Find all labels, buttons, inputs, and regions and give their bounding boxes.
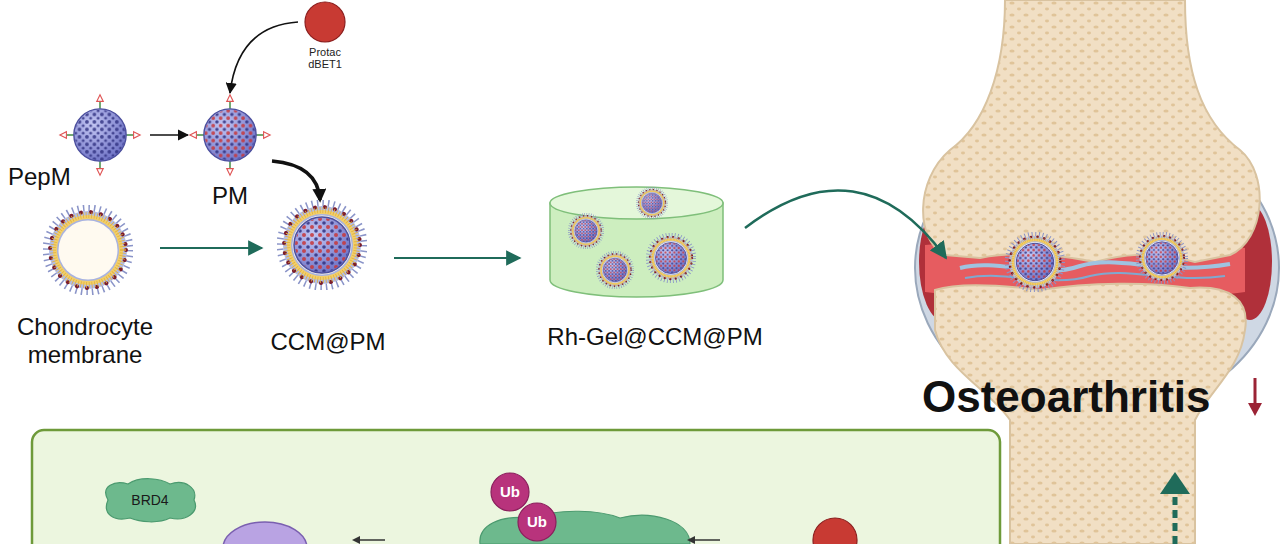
node-label: Ub: [517, 513, 557, 531]
mechanism-panel: [32, 430, 1000, 544]
mechanism-panel: [223, 522, 307, 544]
node-label: PepM: [8, 163, 150, 191]
arrow-connector: [160, 247, 262, 249]
decrease-arrow: [1254, 378, 1257, 405]
mechanism-panel: [360, 539, 385, 541]
coated-particle-shape: [277, 200, 367, 290]
knee-joint: [923, 0, 1260, 262]
decrease-arrow: [1248, 378, 1262, 416]
knee-joint: [1138, 234, 1187, 283]
knee-joint: [960, 262, 1230, 271]
drug-molecule-shape: [304, 1, 346, 43]
node-label: PM: [188, 182, 272, 210]
ubiquitin-circle: Ub: [490, 472, 530, 512]
mechanism-panel: [813, 518, 857, 544]
mechanism-panel: [352, 536, 360, 544]
membrane-vesicle-shape: [46, 208, 130, 292]
arrow-connector: [272, 161, 320, 200]
ubiquitin-circle-shape: [491, 473, 529, 511]
loaded-micelle-shape: [190, 95, 270, 175]
node-label: Protac dBET1: [298, 46, 352, 70]
delivery-arrow: [745, 190, 946, 258]
coated-particle: CCM@PM: [262, 200, 394, 360]
membrane-vesicle: Chondrocyte membrane: [10, 203, 160, 373]
loaded-micelle-shape: [188, 93, 272, 177]
node-label: Rh-Gel@CCM@PM: [520, 323, 790, 351]
arrow-connector: [150, 134, 188, 136]
membrane-vesicle-shape: [43, 205, 133, 295]
hydrogel-shape: [548, 185, 725, 300]
mechanism-panel: [687, 536, 695, 544]
loaded-micelle: PM: [188, 93, 272, 212]
knee-joint: [1007, 234, 1063, 290]
mechanism-panel: [695, 539, 720, 541]
peptide-micelle: PepM: [5, 90, 150, 193]
node-label: Chondrocyte membrane: [10, 313, 160, 369]
coated-particle-shape: [280, 203, 364, 287]
arrow-connector: [394, 257, 520, 259]
decrease-arrow: [1248, 403, 1262, 416]
node-label: Ub: [490, 483, 530, 501]
hydrogel-shape: [550, 187, 723, 297]
drug-molecule-shape: [305, 2, 345, 42]
ubiquitin-circle-shape: [518, 503, 556, 541]
drug-molecule: Protac dBET1: [298, 0, 352, 72]
mechanism-panel: [480, 511, 690, 544]
label-holder: Osteoarthritis: [922, 371, 1211, 422]
peptide-micelle-shape: [60, 95, 140, 175]
arrow-connector: [230, 22, 298, 93]
knee-joint: [965, 273, 1225, 280]
hydrogel: Rh-Gel@CCM@PM: [520, 180, 790, 355]
node-label: CCM@PM: [262, 328, 394, 356]
disease-label: Osteoarthritis: [922, 371, 1211, 422]
protein-blob: BRD4: [100, 476, 200, 524]
effect-arrow: [1173, 492, 1178, 544]
mechanism-panel: [32, 430, 1000, 544]
effect-arrow: [1160, 472, 1190, 494]
node-label: BRD4: [100, 491, 200, 509]
ubiquitin-circle: Ub: [517, 502, 557, 542]
effect-arrow: [1160, 472, 1190, 544]
